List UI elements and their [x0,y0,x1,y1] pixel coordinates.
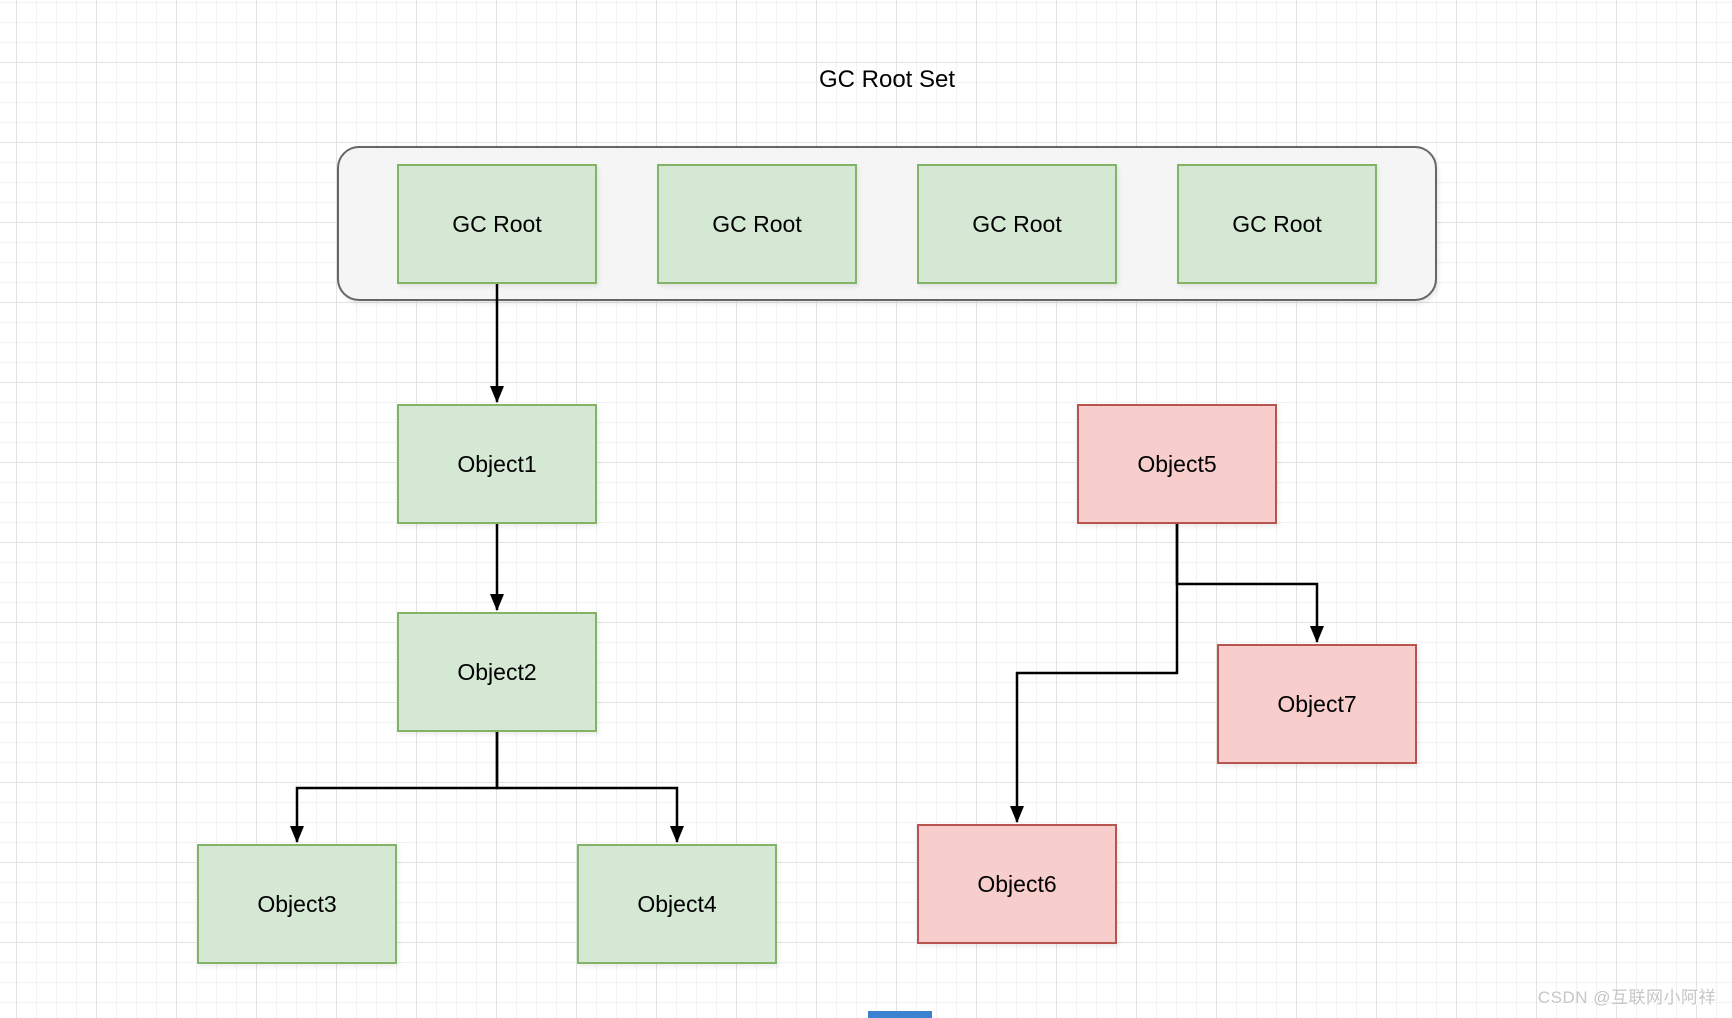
node-object4: Object4 [577,844,777,964]
node-label: Object7 [1277,690,1357,717]
node-gc-root-2: GC Root [657,164,857,284]
node-label: Object6 [977,870,1057,897]
edge-object2-to-object3 [290,732,499,843]
node-label: GC Root [1232,210,1322,237]
node-label: GC Root [712,210,802,237]
node-object1: Object1 [397,404,597,524]
node-object7: Object7 [1217,644,1417,764]
node-gc-root-1: GC Root [397,164,597,284]
edge-object5-to-object7 [1175,524,1324,643]
edge-object2-to-object4 [495,732,684,843]
node-label: Object5 [1137,450,1217,477]
node-label: GC Root [972,210,1062,237]
edge-object5-to-object6 [1010,524,1179,823]
node-label: Object3 [257,890,337,917]
node-label: GC Root [452,210,542,237]
diagram-title: GC Root Set [818,66,956,93]
csdn-watermark: CSDN @互联网小阿祥 [1537,988,1716,1007]
bottom-blue-strip [868,1011,932,1018]
node-label: Object2 [457,658,537,685]
node-object3: Object3 [197,844,397,964]
node-gc-root-3: GC Root [917,164,1117,284]
node-object5: Object5 [1077,404,1277,524]
node-label: Object1 [457,450,537,477]
node-label: Object4 [637,890,717,917]
node-gc-root-4: GC Root [1177,164,1377,284]
node-object2: Object2 [397,612,597,732]
node-object6: Object6 [917,824,1117,944]
